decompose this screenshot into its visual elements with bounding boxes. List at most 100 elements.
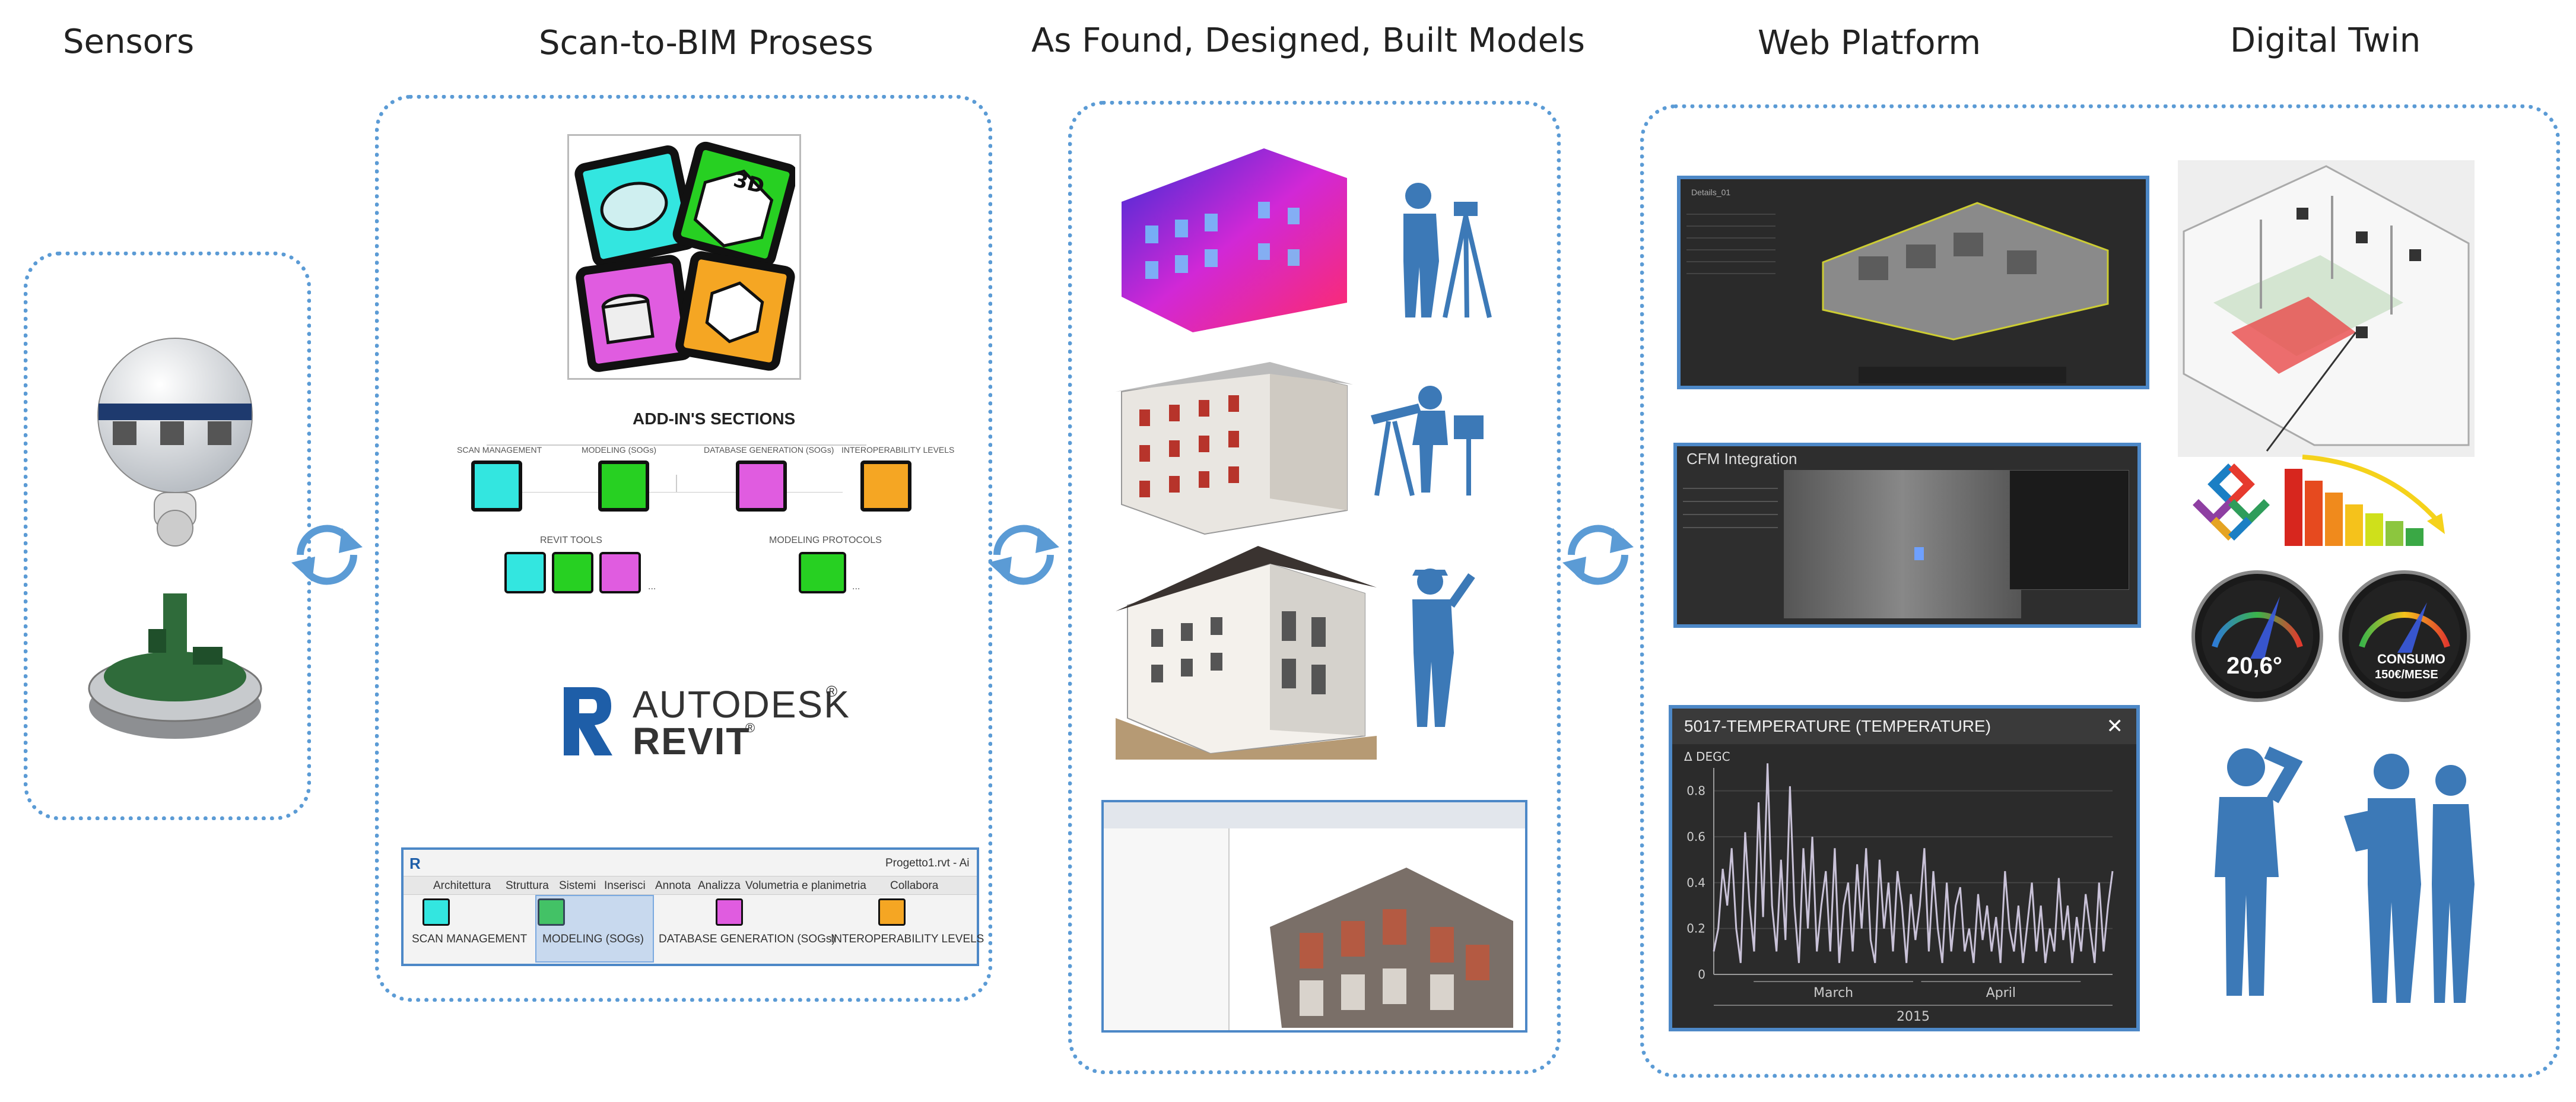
addin-label-modeling: MODELING (SOGs) — [582, 445, 657, 455]
ribbon-modeling-icon[interactable] — [538, 898, 565, 926]
revit-ribbon: R Progetto1.rvt - Ai Architettura Strutt… — [401, 847, 984, 966]
chart-y-tick-label: 0 — [1698, 967, 1705, 982]
built-building-model-image — [1116, 546, 1377, 760]
autodesk-brand: AUTODESK — [633, 683, 850, 726]
title-digital-twin: Digital Twin — [2230, 21, 2421, 60]
cfm-3d-view-image — [1784, 470, 2021, 618]
ribbon-button-modeling[interactable]: MODELING (SOGs) — [542, 933, 644, 945]
chart-xlabel: 2015 — [1897, 1009, 1930, 1024]
bim-viewer-screenshot: Details_01 — [1677, 176, 2149, 389]
viewer-tree-panel — [1686, 203, 1775, 345]
modeling-protocols-more: ... — [852, 582, 860, 592]
revit-tool-2-icon[interactable] — [552, 552, 593, 593]
viewer-header: Details_01 — [1691, 188, 1731, 197]
revit-reg-mark: ® — [745, 720, 755, 735]
revit-model-screenshot — [1101, 800, 1527, 1033]
ribbon-tab-architettura[interactable]: Architettura — [433, 879, 491, 892]
lidar-sensor-device-icon — [88, 593, 262, 739]
addin-sections-title: ADD-IN'S SECTIONS — [633, 409, 796, 428]
digital-twin-floorplan-image — [2178, 160, 2475, 457]
title-sensors: Sensors — [63, 23, 195, 61]
chart-y-tick-label: 0.6 — [1686, 830, 1705, 844]
cfm-tree-panel — [1683, 476, 1778, 612]
addin-label-interoperability: INTEROPERABILITY LEVELS — [841, 445, 955, 455]
consumption-gauge-icon — [2339, 570, 2470, 702]
designed-building-model-image — [1116, 362, 1353, 535]
ribbon-tab-inserisci[interactable]: Inserisci — [604, 879, 646, 892]
cfm-properties-panel — [2009, 470, 2129, 590]
temperature-chart-titlebar: 5017-TEMPERATURE (TEMPERATURE) — [1672, 709, 2136, 744]
addin-label-modeling-protocols: MODELING PROTOCOLS — [769, 535, 882, 545]
viewer-toolbar[interactable] — [1859, 367, 2066, 383]
chart-x-tick-label: April — [1986, 986, 2016, 1001]
title-models: As Found, Designed, Built Models — [1031, 21, 1585, 60]
scan-management-tile-icon[interactable] — [471, 461, 522, 512]
sync-cycle-icon — [988, 525, 1059, 585]
ribbon-tab-sistemi[interactable]: Sistemi — [559, 879, 596, 892]
sync-cycle-icon — [291, 525, 363, 585]
ribbon-r-icon[interactable]: R — [409, 855, 421, 872]
models-panel — [1068, 101, 1561, 1074]
revit-tool-1-icon[interactable] — [504, 552, 546, 593]
interoperability-tile-icon[interactable] — [860, 461, 911, 512]
consumption-gauge-label: CONSUMO — [2377, 652, 2445, 666]
chart-y-tick-label: 0.4 — [1686, 875, 1705, 890]
ribbon-scan-icon[interactable] — [423, 898, 450, 926]
ribbon-modeling-selected — [535, 895, 654, 963]
revit-product-name: REVIT — [633, 720, 751, 763]
chart-series-line — [1713, 763, 2114, 963]
point-cloud-building-image — [1122, 148, 1347, 332]
thinking-person-silhouette-icon — [2215, 746, 2302, 996]
chart-y-tick-label: 0.2 — [1686, 922, 1705, 936]
addin-label-database-generation: DATABASE GENERATION (SOGs) — [704, 445, 834, 455]
consumption-gauge-value: 150€/MESE — [2375, 668, 2438, 681]
viewer-3d-building-image — [1822, 202, 2109, 341]
chart-ylabel: Δ DEGC — [1684, 750, 1730, 764]
ribbon-tab-struttura[interactable]: Struttura — [506, 879, 549, 892]
chart-title: 5017-TEMPERATURE (TEMPERATURE) — [1684, 717, 1991, 735]
title-web-platform: Web Platform — [1758, 24, 1981, 62]
ribbon-file-name: Progetto1.rvt - Ai — [885, 857, 970, 869]
chart-y-tick-label: 0.8 — [1686, 784, 1705, 798]
revit-tool-3-icon[interactable] — [599, 552, 641, 593]
cfm-selected-element[interactable] — [1914, 547, 1924, 560]
surveyor-silhouette-icon — [1403, 183, 1492, 318]
revit-tools-more: ... — [648, 582, 656, 592]
ribbon-button-scan-management[interactable]: SCAN MANAGEMENT — [412, 933, 528, 945]
temperature-gauge-icon — [2191, 570, 2323, 702]
modeling-tile-icon[interactable] — [598, 461, 649, 512]
temperature-chart-window: 5017-TEMPERATURE (TEMPERATURE) ✕ Δ DEGC 0… — [1669, 705, 2140, 1031]
cfm-integration-screenshot: CFM Integration — [1673, 443, 2141, 628]
ribbon-button-interoperability[interactable]: INTEROPERABILITY LEVELS — [831, 933, 984, 945]
ribbon-database-icon[interactable] — [716, 898, 743, 926]
revit-3d-view-image — [1270, 868, 1513, 1028]
scan-to-bim-panel — [375, 95, 992, 1002]
autodesk-reg-mark: ® — [826, 682, 838, 700]
designer-desk-silhouette-icon — [1371, 386, 1484, 496]
ifc-logo-icon — [2193, 463, 2270, 541]
ribbon-interop-icon[interactable] — [878, 898, 906, 926]
sync-cycle-icon — [1562, 525, 1634, 585]
revit-logo-icon — [564, 687, 612, 755]
ribbon-tab-analizza[interactable]: Analizza — [698, 879, 741, 892]
ribbon-tab-volumetria[interactable]: Volumetria e planimetria — [745, 879, 866, 892]
addin-label-revit-tools: REVIT TOOLS — [540, 535, 602, 545]
web-digital-twin-panel — [1640, 104, 2560, 1078]
addin-label-scan-management: SCAN MANAGEMENT — [457, 445, 542, 455]
site-worker-silhouette-icon — [1412, 569, 1475, 727]
title-scan-to-bim: Scan-to-BIM Prosess — [539, 24, 874, 62]
energy-rating-bars-icon — [2285, 455, 2445, 546]
chart-x-tick-label: March — [1813, 986, 1853, 1001]
ribbon-tab-collabora[interactable]: Collabora — [890, 879, 939, 892]
laptop-user-silhouette-icon — [2344, 754, 2475, 1003]
ribbon-tab-annota[interactable]: Annota — [655, 879, 691, 892]
close-icon[interactable]: ✕ — [2106, 715, 2124, 738]
database-tile-icon[interactable] — [736, 461, 787, 512]
spherical-camera-sensor-icon — [97, 338, 253, 547]
ribbon-button-database-generation[interactable]: DATABASE GENERATION (SOGs) — [659, 933, 836, 945]
modeling-protocol-icon[interactable] — [799, 552, 846, 593]
addin-connector-lines — [487, 444, 866, 493]
temperature-gauge-value: 20,6° — [2226, 653, 2282, 679]
addin-logo-tiles-icon — [574, 141, 795, 372]
